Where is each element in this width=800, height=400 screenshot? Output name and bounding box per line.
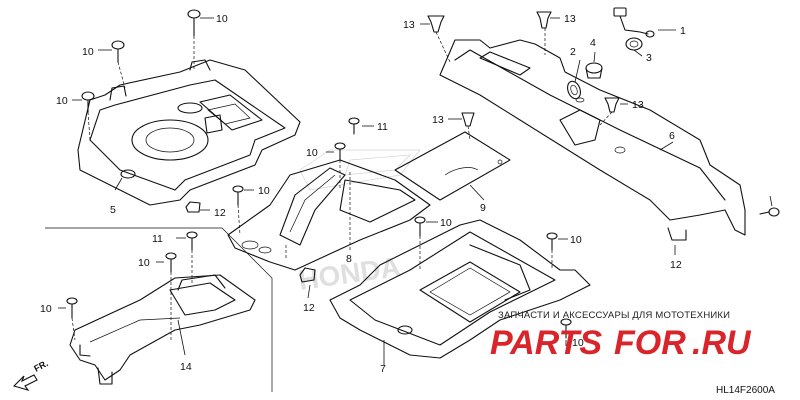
- fasteners: [66, 9, 780, 339]
- watermark-tagline: ЗАПЧАСТИ И АКСЕССУАРЫ ДЛЯ МОТОТЕХНИКИ: [498, 310, 730, 321]
- callout-9: 9: [480, 202, 486, 214]
- callouts: 10 10 10 5 12 11 10 10 8 12 9 10 10 7 10…: [40, 13, 686, 375]
- bolt-10c: [81, 91, 95, 113]
- clip-13a: [427, 15, 445, 33]
- clip-13b: [536, 11, 552, 29]
- watermark-brand-parts: PARTS: [490, 324, 602, 362]
- callout-12: 12: [303, 302, 315, 314]
- callout-12: 12: [670, 259, 682, 271]
- callout-13: 13: [403, 19, 415, 31]
- callout-3: 3: [646, 52, 652, 64]
- callout-10: 10: [216, 13, 228, 25]
- callout-10: 10: [82, 46, 94, 58]
- clip-13c: [604, 97, 620, 113]
- callout-6: 6: [669, 130, 675, 142]
- callout-10: 10: [570, 234, 582, 246]
- bolt-10h: [165, 252, 177, 273]
- callout-4: 4: [590, 37, 596, 49]
- callout-5: 5: [110, 204, 116, 216]
- callout-10: 10: [440, 217, 452, 229]
- callout-10: 10: [56, 95, 68, 107]
- parts-for-watermark: ЗАПЧАСТИ И АКСЕССУАРЫ ДЛЯ МОТОТЕХНИКИ PA…: [490, 310, 752, 362]
- front-direction-arrow: FR.: [12, 358, 50, 391]
- callout-10: 10: [138, 257, 150, 269]
- diagram-code: HL14F2600A: [716, 385, 775, 396]
- bolt-10i: [66, 297, 78, 319]
- callout-2: 2: [570, 46, 576, 58]
- inset-divider: [45, 227, 273, 392]
- callout-10: 10: [572, 337, 584, 349]
- callout-1: 1: [680, 25, 686, 37]
- bolt-10b: [111, 40, 125, 63]
- part-9-flat-plate: [394, 131, 511, 201]
- leader-lines: [58, 17, 773, 365]
- bolt-10e: [232, 185, 244, 206]
- bolt-11b: [186, 231, 198, 251]
- bolt-11a: [348, 117, 360, 135]
- watermark-brand-ru: .RU: [692, 324, 752, 362]
- callout-13: 13: [632, 99, 644, 111]
- bolt-10d: [334, 142, 346, 161]
- bolt-10j: [560, 318, 572, 339]
- callout-14: 14: [180, 361, 192, 373]
- callout-10: 10: [306, 147, 318, 159]
- callout-10: 10: [40, 303, 52, 315]
- callout-11: 11: [377, 121, 388, 133]
- bolt-10f: [414, 216, 426, 237]
- part-3-grommet: [625, 37, 643, 51]
- bolt-10a: [187, 9, 201, 37]
- front-direction-label: FR.: [32, 358, 49, 374]
- watermark-brand-for: FOR: [614, 324, 686, 362]
- bolt-13e: [759, 207, 780, 217]
- bolt-10g: [546, 232, 558, 251]
- part-6-rail: [439, 39, 746, 241]
- callout-13: 13: [564, 13, 576, 25]
- part-4-socket: [585, 62, 603, 79]
- part-5-tray: [77, 59, 301, 213]
- callout-12: 12: [214, 207, 226, 219]
- part-2-grommet: [567, 80, 581, 100]
- callout-7: 7: [380, 363, 386, 375]
- part-14-plate: [69, 274, 256, 385]
- callout-13: 13: [432, 114, 444, 126]
- callout-10: 10: [258, 185, 270, 197]
- callout-11: 11: [152, 233, 163, 245]
- clip-13d: [461, 112, 475, 127]
- callout-8: 8: [346, 253, 352, 265]
- part-1-connector: [613, 7, 655, 38]
- part-8-center-plate: [227, 159, 431, 271]
